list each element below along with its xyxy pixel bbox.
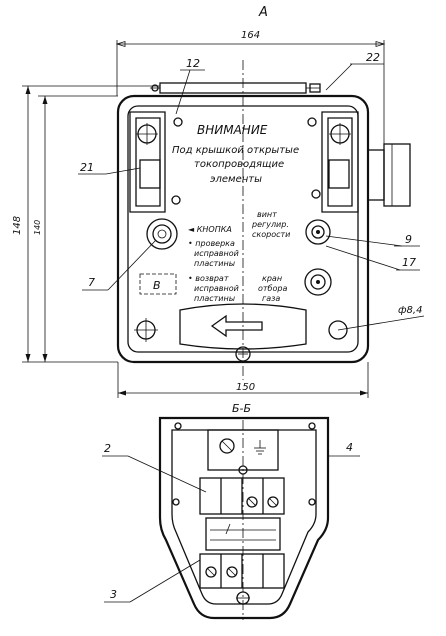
screw-line2: регулир. xyxy=(251,220,289,229)
section-title: Б-Б xyxy=(232,402,251,415)
item-5: исправной xyxy=(194,284,239,293)
side-connector xyxy=(367,143,411,207)
callout-21: 21 xyxy=(78,161,141,175)
warning-line3: элементы xyxy=(210,174,262,185)
item-3: пластины xyxy=(194,259,235,268)
callout-2: 2 xyxy=(102,442,207,493)
view-title: А xyxy=(258,5,268,20)
box-b-label: В xyxy=(153,279,161,292)
left-bracket xyxy=(129,111,166,213)
dimension-height: 148 140 xyxy=(12,85,160,363)
item-6: пластины xyxy=(194,294,235,303)
flange-hole-ml xyxy=(172,498,180,506)
valve-line3: газа xyxy=(262,294,280,303)
right-bracket xyxy=(321,111,359,213)
valve-line1: кран xyxy=(262,274,282,283)
callout-7: 7 xyxy=(82,239,157,291)
flange-plate xyxy=(158,416,330,620)
screw-line1: винт xyxy=(257,210,277,219)
top-rod xyxy=(150,82,321,94)
dim-height-outer-value: 148 xyxy=(12,216,23,235)
bottom-screw xyxy=(235,346,251,362)
flange-hole-mr xyxy=(308,498,316,506)
item-4: • возврат xyxy=(188,274,229,283)
gas-valve xyxy=(304,268,332,296)
dim-hole-value: ф8,4 xyxy=(398,305,422,316)
dim-width-top-value: 164 xyxy=(241,30,260,41)
button-assembly xyxy=(146,218,178,250)
warning-line1: Под крышкой открытые xyxy=(172,145,299,156)
svg-text:4: 4 xyxy=(346,441,353,454)
speed-screw xyxy=(305,219,331,245)
dimension-width-top: 164 xyxy=(115,30,386,150)
screw-mid-left xyxy=(171,195,181,205)
svg-text:3: 3 xyxy=(110,588,117,601)
arrow-plate xyxy=(179,303,307,350)
svg-text:22: 22 xyxy=(366,51,380,64)
callout-12: 12 xyxy=(175,57,205,115)
callout-22: 22 xyxy=(325,51,384,91)
valve-line2: отбора xyxy=(258,284,287,293)
dimension-width-bottom: 150 xyxy=(117,362,369,398)
flange-inner xyxy=(171,429,317,605)
box-b xyxy=(139,273,177,295)
warning-heading: ВНИМАНИЕ xyxy=(197,123,268,137)
warning-line2: токопроводящие xyxy=(194,159,284,170)
svg-text:21: 21 xyxy=(80,161,94,174)
item-1: • проверка xyxy=(188,239,235,248)
svg-text:9: 9 xyxy=(405,233,412,246)
screw-line3: скорости xyxy=(252,230,290,239)
screw-top-right xyxy=(307,117,317,127)
item-2: исправной xyxy=(194,249,239,258)
dim-height-inner-value: 140 xyxy=(33,220,42,235)
svg-text:7: 7 xyxy=(88,276,95,289)
svg-text:17: 17 xyxy=(402,256,416,269)
callout-3: 3 xyxy=(104,559,201,603)
terminal-strip-lower xyxy=(199,553,285,589)
screw-mid-right xyxy=(311,189,321,199)
svg-text:12: 12 xyxy=(186,57,200,70)
callout-17: 17 xyxy=(325,245,420,271)
flange-hole-tr xyxy=(308,422,316,430)
hole-bottom-left xyxy=(134,318,158,342)
flange-hole-tl xyxy=(174,422,182,430)
callout-9: 9 xyxy=(325,233,420,247)
callout-4: 4 xyxy=(328,441,360,457)
terminal-strip-upper xyxy=(199,477,285,515)
dim-width-bottom-value: 150 xyxy=(236,382,255,393)
button-label: ◄ КНОПКА xyxy=(188,225,232,234)
hole-bottom-right xyxy=(328,320,348,340)
svg-text:2: 2 xyxy=(104,442,111,455)
screw-top-left xyxy=(173,117,183,127)
